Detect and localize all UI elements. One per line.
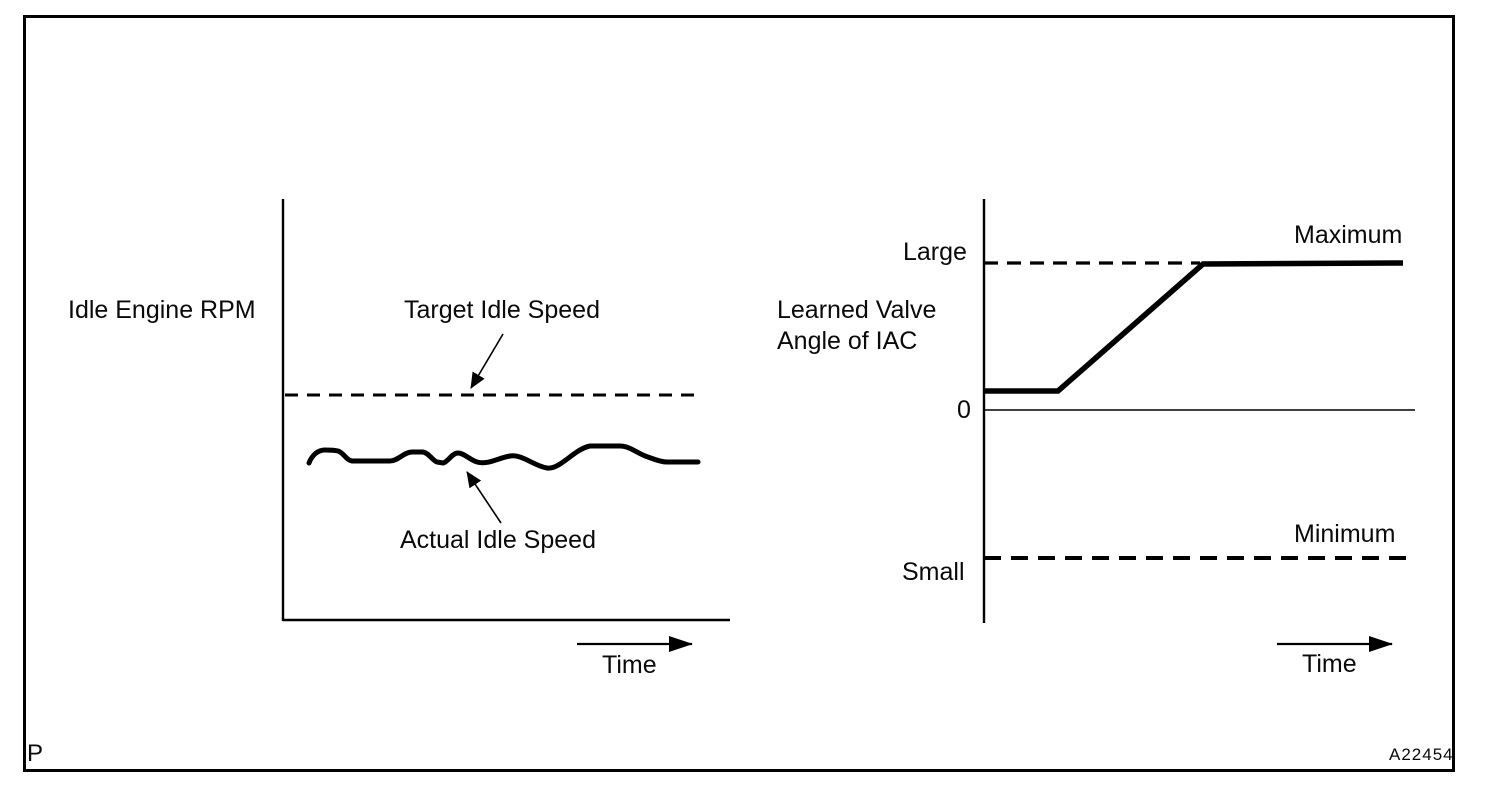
target-idle-speed-label: Target Idle Speed [404, 296, 600, 324]
tick-small-label: Small [902, 558, 965, 586]
learned-valve-angle-line [984, 260, 1404, 394]
left-chart [281, 199, 730, 652]
target-annotation-arrow [470, 333, 504, 389]
figure-border [23, 15, 1455, 772]
right-y-axis-label-line2: Angle of IAC [777, 327, 918, 355]
actual-idle-speed-line [306, 443, 701, 471]
tick-zero-label: 0 [957, 396, 971, 424]
right-chart [982, 199, 1415, 652]
tick-large-label: Large [903, 238, 967, 266]
figure-code: A22454 [1389, 745, 1454, 764]
maximum-label: Maximum [1294, 221, 1403, 249]
left-time-label: Time [602, 651, 657, 679]
right-y-axis-label-line1: Learned Valve [777, 296, 937, 324]
right-time-label: Time [1302, 650, 1357, 678]
actual-idle-speed-label: Actual Idle Speed [400, 526, 596, 554]
actual-annotation-arrow [466, 471, 502, 524]
right-y-axis-label: Learned Valve Angle of IAC [777, 295, 936, 357]
minimum-label: Minimum [1294, 520, 1396, 548]
page-marker: P [27, 740, 44, 767]
left-y-axis-label: Idle Engine RPM [68, 296, 256, 324]
